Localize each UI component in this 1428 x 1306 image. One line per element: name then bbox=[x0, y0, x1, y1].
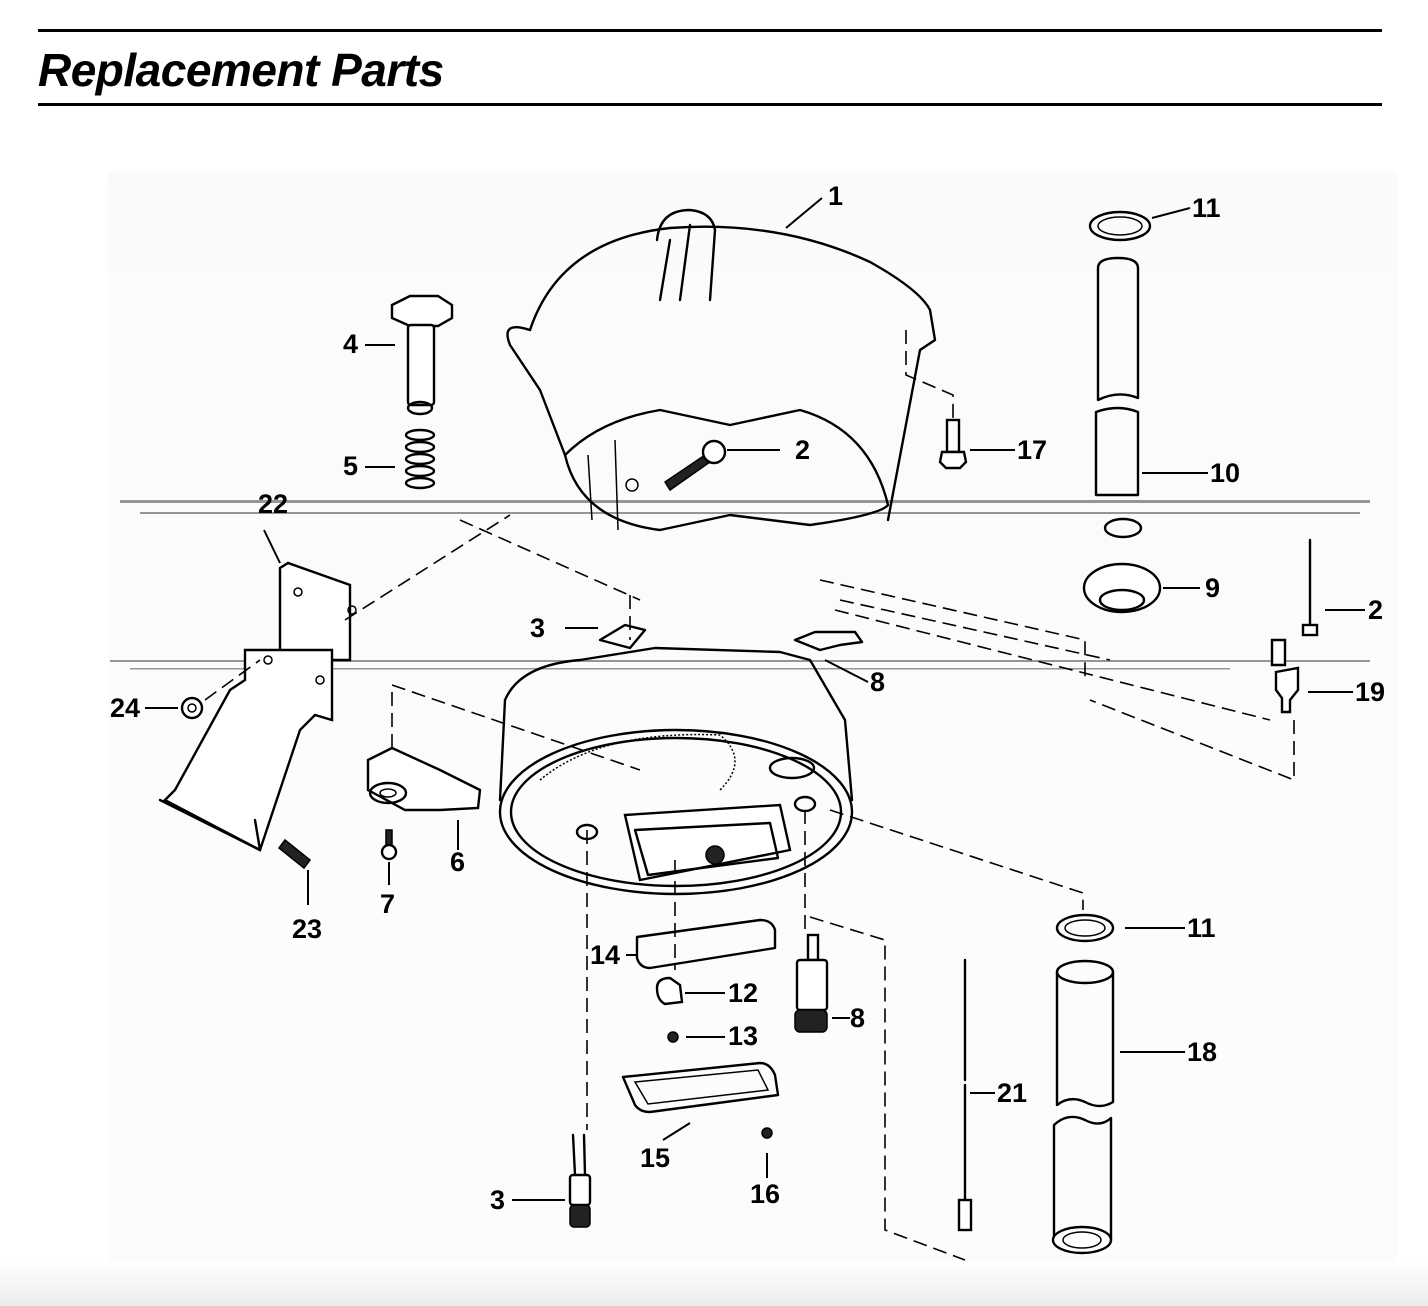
callout-23: 23 bbox=[292, 914, 323, 944]
part-10-shaft bbox=[1094, 256, 1140, 497]
part-1-upper-housing bbox=[506, 208, 937, 532]
leader-lines bbox=[145, 197, 1365, 1201]
header-rule-top bbox=[38, 29, 1382, 32]
part-15-cover-plate bbox=[621, 1061, 780, 1114]
callout-3: 3 bbox=[490, 1185, 506, 1215]
callout-9: 9 bbox=[1205, 573, 1221, 603]
part-12-clamp bbox=[655, 976, 684, 1006]
assembly-lines bbox=[344, 514, 1271, 1261]
part-7-screw bbox=[380, 829, 398, 861]
part-11-lock-washer-bottom bbox=[1055, 913, 1115, 943]
callout-3: 3 bbox=[530, 613, 546, 643]
part-8-fuse-holder bbox=[794, 933, 829, 1033]
part-8-clip bbox=[793, 630, 864, 652]
callout-15: 15 bbox=[640, 1143, 671, 1173]
callout-13: 13 bbox=[728, 1021, 759, 1051]
callout-12: 12 bbox=[728, 978, 759, 1008]
part-16-screw bbox=[761, 1127, 773, 1139]
part-6-knob bbox=[366, 683, 641, 812]
callout-11: 11 bbox=[1192, 193, 1221, 223]
callout-2: 2 bbox=[1368, 595, 1384, 625]
part-24-nut bbox=[180, 659, 261, 720]
callout-24: 24 bbox=[110, 693, 141, 723]
part-22-bracket bbox=[158, 561, 357, 852]
callout-4: 4 bbox=[343, 329, 359, 359]
callout-21: 21 bbox=[997, 1078, 1028, 1108]
lower-housing bbox=[498, 646, 854, 896]
callout-2: 2 bbox=[795, 435, 811, 465]
callout-14: 14 bbox=[590, 940, 621, 970]
callout-10: 10 bbox=[1210, 458, 1241, 488]
callout-8: 8 bbox=[850, 1003, 866, 1033]
callout-8: 8 bbox=[870, 667, 886, 697]
part-2-bolt bbox=[663, 439, 727, 492]
callout-22: 22 bbox=[258, 489, 289, 519]
part-17-screw bbox=[905, 330, 968, 470]
callout-19: 19 bbox=[1355, 677, 1386, 707]
part-3-clip bbox=[598, 623, 647, 650]
callout-1: 1 bbox=[828, 181, 844, 211]
callout-6: 6 bbox=[450, 847, 466, 877]
part-21-wire-lead bbox=[957, 958, 973, 1232]
part-13-screw bbox=[667, 1031, 679, 1043]
part-18-sleeve bbox=[1051, 959, 1115, 1255]
part-14-gasket bbox=[635, 918, 777, 970]
bleed-through-background bbox=[108, 172, 1398, 1272]
part-3-indicator-lamp bbox=[568, 1133, 592, 1228]
callout-16: 16 bbox=[750, 1179, 781, 1209]
part-4-hex-bolt bbox=[390, 294, 454, 416]
callout-18: 18 bbox=[1187, 1037, 1218, 1067]
callout-5: 5 bbox=[343, 451, 359, 481]
header-rule-bottom bbox=[38, 103, 1382, 106]
part-wire-terminal bbox=[1089, 538, 1319, 782]
scan-noise bbox=[110, 500, 1370, 670]
part-11-lock-washer-top bbox=[1088, 210, 1152, 242]
page-title: Replacement Parts bbox=[38, 44, 444, 96]
callout-11: 11 bbox=[1187, 913, 1216, 943]
part-23-set-screw bbox=[277, 838, 312, 870]
part-9-grommet bbox=[1082, 517, 1162, 614]
page-bottom-edge bbox=[0, 1262, 1428, 1306]
part-5-spring bbox=[404, 428, 436, 490]
callout-17: 17 bbox=[1017, 435, 1048, 465]
callout-7: 7 bbox=[380, 889, 396, 919]
